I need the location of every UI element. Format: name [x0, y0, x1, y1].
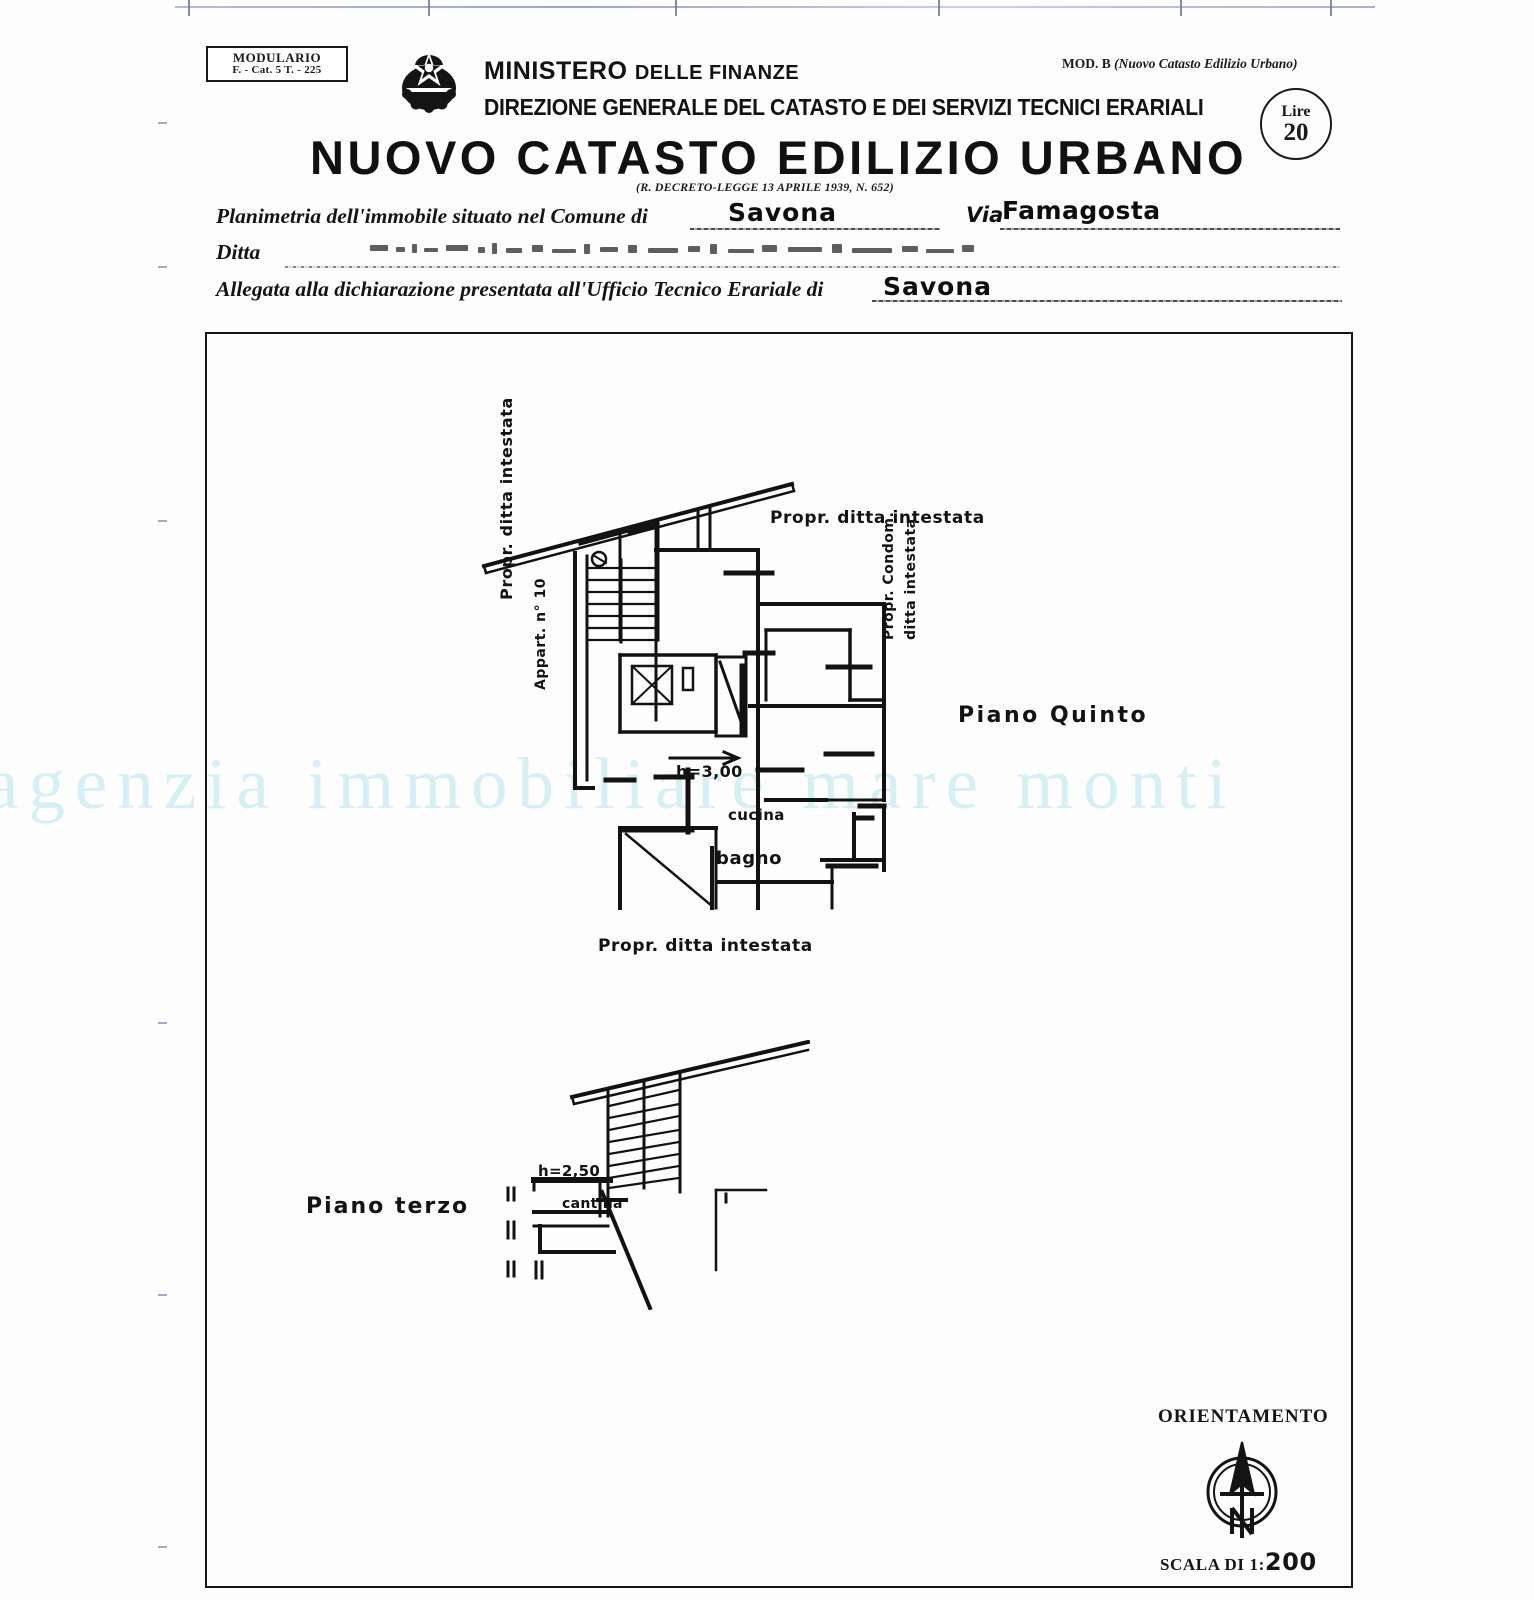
register-tick	[1330, 0, 1332, 16]
compass-rose-north-icon	[1196, 1434, 1288, 1542]
scale-annotation: SCALA DI 1:200	[1160, 1548, 1317, 1576]
ditta-field-rule	[285, 266, 1340, 268]
plan-label-right-condominium: Propr. Condom.	[881, 511, 897, 640]
ceiling-height-third: h=2,50	[538, 1162, 601, 1180]
floor-label-fifth: Piano Quinto	[958, 703, 1149, 728]
comune-field-label: Planimetria dell'immobile situato nel Co…	[216, 204, 648, 228]
ministry-heading: MINISTERO DELLE FINANZE	[484, 57, 799, 86]
ditta-field-value-redacted	[360, 236, 1000, 262]
scale-label: SCALA DI 1:	[1160, 1555, 1265, 1574]
edge-mark	[158, 122, 167, 124]
edge-mark	[158, 1294, 167, 1296]
form-model-code: MOD. B (Nuovo Catasto Edilizio Urbano)	[1062, 56, 1298, 72]
agency-watermark: agenzia immobiliare mare monti	[0, 743, 1237, 824]
scan-line-top	[175, 6, 1375, 8]
orientation-title: ORIENTAMENTO	[1158, 1406, 1329, 1427]
plan-label-right-owner: ditta intestata	[903, 518, 919, 640]
register-tick	[1180, 0, 1182, 16]
mod-b-description: (Nuovo Catasto Edilizio Urbano)	[1114, 56, 1298, 71]
ceiling-height-fifth: h=3,00	[676, 762, 743, 781]
via-field-rule	[1000, 228, 1340, 230]
via-field-value: Famagosta	[1002, 196, 1161, 225]
plan-label-top: Propr. ditta intestata	[770, 508, 985, 528]
modulario-code: F. - Cat. 5 T. - 225	[232, 64, 322, 77]
ufficio-field-rule	[872, 300, 1342, 302]
edge-mark	[158, 1022, 167, 1024]
directorate-heading: DIREZIONE GENERALE DEL CATASTO E DEI SER…	[484, 94, 1204, 120]
room-label-kitchen: cucina	[728, 806, 785, 824]
edge-mark	[158, 520, 167, 522]
ditta-field-label: Ditta	[216, 240, 261, 264]
comune-field-value: Savona	[728, 198, 838, 227]
register-tick	[938, 0, 940, 16]
edge-mark	[158, 266, 167, 268]
mod-b-prefix: MOD. B	[1062, 56, 1115, 71]
italian-republic-emblem-icon	[398, 48, 460, 116]
ufficio-field-value: Savona	[883, 272, 993, 301]
via-field-label: Via	[966, 203, 1004, 227]
edge-mark	[158, 1546, 167, 1548]
modulario-title: MODULARIO	[232, 50, 322, 66]
register-tick	[675, 0, 677, 16]
modulario-stamp: MODULARIO F. - Cat. 5 T. - 225	[206, 46, 348, 82]
register-tick	[188, 0, 190, 16]
fifth-floor-plan-drawing	[481, 481, 887, 910]
register-tick	[428, 0, 430, 16]
ministry-rest: DELLE FINANZE	[634, 62, 800, 84]
plan-label-left: Propr. ditta intestata	[497, 397, 516, 600]
lire-value: 20	[1283, 118, 1309, 146]
scale-value: 200	[1264, 1548, 1317, 1576]
plan-label-bottom: Propr. ditta intestata	[598, 936, 813, 956]
lire-currency: Lire	[1281, 102, 1311, 120]
document-title: NUOVO CATASTO EDILIZIO URBANO	[310, 131, 1248, 184]
allegata-field-label: Allegata alla dichiarazione presentata a…	[216, 277, 824, 301]
plan-drawing-frame	[205, 332, 1353, 1588]
floor-label-third: Piano terzo	[306, 1194, 470, 1219]
room-label-bathroom: bagno	[716, 848, 783, 869]
ministry-word: MINISTERO	[484, 57, 628, 85]
lire-duty-stamp: Lire 20	[1260, 88, 1332, 160]
plan-label-apartment-number: Appart. n° 10	[533, 578, 549, 690]
comune-field-rule	[690, 228, 940, 230]
room-label-cellar: cantina	[562, 1196, 623, 1212]
decree-reference: (R. DECRETO-LEGGE 13 APRILE 1939, N. 652…	[636, 180, 894, 194]
third-floor-plan-drawing	[506, 1040, 810, 1310]
